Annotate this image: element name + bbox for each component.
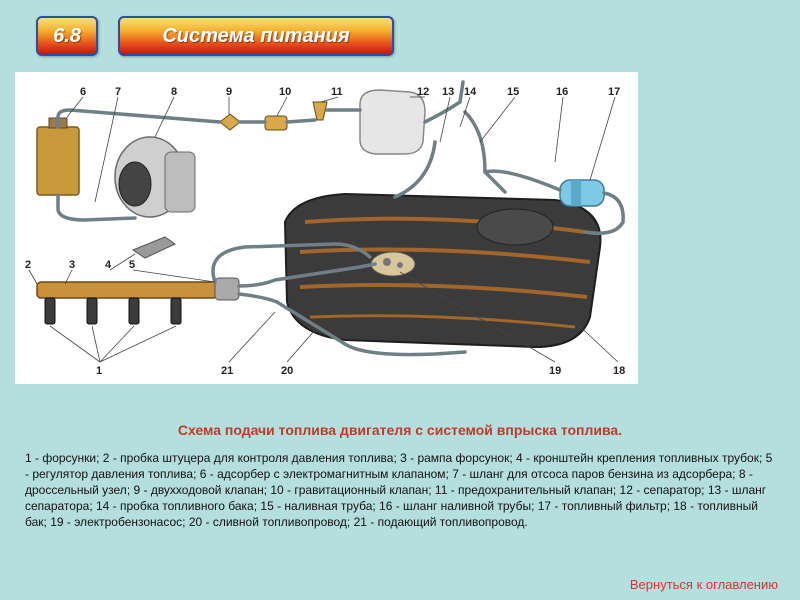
callout-5: 5: [129, 259, 135, 271]
fuel-rail: [36, 281, 218, 299]
callout-10: 10: [279, 86, 291, 98]
callout-labels: 6 7 8 9 10 11 12 13 14 15 16 17 2 3 4 5 …: [25, 86, 625, 377]
callout-4: 4: [105, 259, 112, 271]
injectors: [44, 297, 182, 325]
callout-19: 19: [549, 365, 561, 377]
bracket: [131, 236, 176, 259]
tank-rib-4: [309, 314, 576, 329]
callout-6: 6: [80, 86, 86, 98]
callout-21: 21: [221, 365, 233, 377]
section-number-badge: 6.8: [36, 16, 98, 56]
diagram-legend: 1 - форсунки; 2 - пробка штуцера для кон…: [25, 451, 773, 529]
callout-3: 3: [69, 259, 75, 271]
callout-16: 16: [556, 86, 568, 98]
callout-15: 15: [507, 86, 519, 98]
callout-17: 17: [608, 86, 620, 98]
diagram-caption: Схема подачи топлива двигателя с системо…: [177, 422, 623, 438]
tank-rib-3: [299, 282, 588, 299]
section-number: 6.8: [53, 24, 81, 47]
callout-1: 1: [96, 365, 102, 377]
safety-valve: [312, 101, 328, 121]
fuel-lines: [56, 80, 625, 357]
two-way-valve: [219, 113, 241, 131]
callout-20: 20: [281, 365, 293, 377]
callout-18: 18: [613, 365, 625, 377]
callout-8: 8: [171, 86, 177, 98]
callout-2: 2: [25, 259, 31, 271]
tank-dome: [476, 208, 554, 246]
fuel-filter: [559, 179, 605, 207]
adsorber: [36, 126, 80, 196]
diagram-svg: 6 7 8 9 10 11 12 13 14 15 16 17 2 3 4 5 …: [25, 80, 625, 377]
fuel-system-diagram: 6 7 8 9 10 11 12 13 14 15 16 17 2 3 4 5 …: [15, 72, 638, 384]
section-title-badge: Система питания: [118, 16, 394, 56]
section-title: Система питания: [162, 24, 350, 47]
callout-12: 12: [417, 86, 429, 98]
callout-14: 14: [464, 86, 477, 98]
callout-7: 7: [115, 86, 121, 98]
gravity-valve: [264, 115, 288, 131]
callout-9: 9: [226, 86, 232, 98]
back-to-contents-link[interactable]: Вернуться к оглавлению: [629, 577, 778, 592]
tank-rib-2: [299, 247, 591, 264]
separator: [359, 89, 426, 155]
callout-13: 13: [442, 86, 454, 98]
leader-lines: [28, 96, 619, 363]
fuel-pump: [370, 251, 416, 277]
callout-11: 11: [331, 86, 343, 98]
